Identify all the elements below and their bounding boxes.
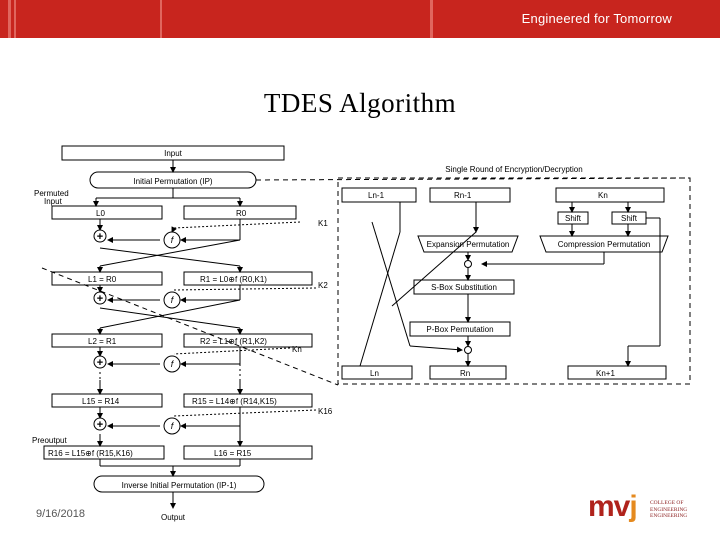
inverse-ip-box	[93, 475, 265, 493]
xor-node	[93, 291, 107, 305]
f-function-label: f	[171, 359, 175, 369]
shift-box-left	[557, 211, 589, 225]
preoutput-label: Preoutput	[32, 436, 67, 445]
l16-label: L16 = R15	[214, 449, 252, 458]
banner-stripe	[14, 0, 16, 38]
f-function-label: f	[171, 421, 175, 431]
input-label: Input	[164, 149, 183, 158]
rn-1-label: Rn-1	[454, 191, 472, 200]
l2-label: L2 = R1	[88, 337, 117, 346]
expansion-permutation-label: Expansion Permutation	[427, 240, 510, 249]
logo-mark-j: j	[629, 490, 637, 523]
kn-plus-1-label: Kn+1	[596, 369, 615, 378]
xor-node	[93, 355, 107, 369]
l0-box	[51, 205, 163, 220]
l1-label: L1 = R0	[88, 275, 117, 284]
r1-box	[183, 271, 313, 286]
xor-symbol: +	[97, 231, 103, 243]
r16-label: R16 = L15⊕f (R15,K16)	[48, 449, 133, 458]
kn-box	[555, 187, 665, 203]
xor-node	[93, 229, 107, 243]
output-label: Output	[161, 513, 186, 522]
rn-box	[429, 365, 507, 380]
l2-box	[51, 333, 163, 348]
logo-mark: mvj	[588, 490, 638, 524]
initial-permutation-label: Initial Permutation (IP)	[133, 177, 212, 186]
xor-symbol: +	[97, 357, 103, 369]
l15-label: L15 = R14	[82, 397, 120, 406]
l15-box	[51, 393, 163, 408]
shift-label-left: Shift	[565, 214, 582, 223]
slide-title: TDES Algorithm	[263, 88, 457, 118]
f-function-node	[163, 231, 181, 249]
rn-1-box	[429, 187, 511, 203]
banner-stripe	[160, 0, 162, 38]
xor-symbol: +	[97, 293, 103, 305]
r15-label: R15 = L14⊕f (R14,K15)	[192, 397, 277, 406]
k2-label: K2	[318, 281, 328, 290]
f-function-label: f	[171, 235, 175, 245]
l16-box	[183, 445, 313, 460]
permuted-input-label-2: Input	[44, 197, 63, 206]
ln-label: Ln	[370, 369, 379, 378]
header-banner: Engineered for Tomorrow	[0, 0, 720, 38]
sbox-substitution-label: S-Box Substitution	[431, 283, 497, 292]
xor-node	[93, 417, 107, 431]
ln-1-box	[341, 187, 417, 203]
l0-label: L0	[96, 209, 105, 218]
inverse-ip-label: Inverse Initial Permutation (IP-1)	[122, 481, 237, 490]
r2-box	[183, 333, 313, 348]
f-function-label: f	[171, 295, 175, 305]
single-round-frame	[337, 177, 691, 385]
f-function-node	[163, 355, 181, 373]
ln-1-label: Ln-1	[368, 191, 385, 200]
round-title-label: Single Round of Encryption/Decryption	[445, 165, 582, 174]
k1-label: K1	[318, 219, 328, 228]
r2-label: R2 = L1⊕f (R1,K2)	[200, 337, 267, 346]
k16-label: K16	[318, 407, 333, 416]
banner-stripe	[8, 0, 11, 38]
logo-line: ENGINEERING	[650, 506, 688, 513]
slide-date: 9/16/2018	[36, 508, 85, 520]
logo-mark-mv: mv	[588, 490, 630, 523]
kn-plus-1-box	[567, 365, 667, 380]
f-function-node	[163, 291, 181, 309]
kn-label: Kn	[292, 345, 302, 354]
shift-label-right: Shift	[621, 214, 638, 223]
compression-permutation-label: Compression Permutation	[558, 240, 650, 249]
pbox-permutation-box	[409, 321, 511, 337]
r1-label: R1 = L0⊕f (R0,K1)	[200, 275, 267, 284]
banner-stripe	[430, 0, 433, 38]
college-logo: mvj COLLEGE OF ENGINEERING ENGINEERING	[588, 490, 700, 528]
pbox-permutation-label: P-Box Permutation	[426, 325, 493, 334]
kn-box-label: Kn	[598, 191, 608, 200]
banner-tagline: Engineered for Tomorrow	[521, 11, 672, 26]
compression-permutation-box	[539, 235, 669, 253]
xor-symbol: +	[97, 419, 103, 431]
logo-line: COLLEGE OF	[650, 500, 684, 506]
rn-label: Rn	[460, 369, 470, 378]
banner-fill	[0, 0, 720, 38]
r16-box	[43, 445, 165, 460]
ln-box	[341, 365, 413, 380]
banner-background	[0, 0, 720, 38]
l1-box	[51, 271, 163, 286]
logo-text: COLLEGE OF ENGINEERING ENGINEERING	[650, 500, 700, 520]
r0-label: R0	[236, 209, 247, 218]
logo-line: ENGINEERING	[650, 513, 688, 519]
r15-box	[183, 393, 313, 408]
expansion-permutation-box	[417, 235, 519, 253]
f-function-node	[163, 417, 181, 435]
permuted-input-label-1: Permuted	[34, 189, 69, 198]
